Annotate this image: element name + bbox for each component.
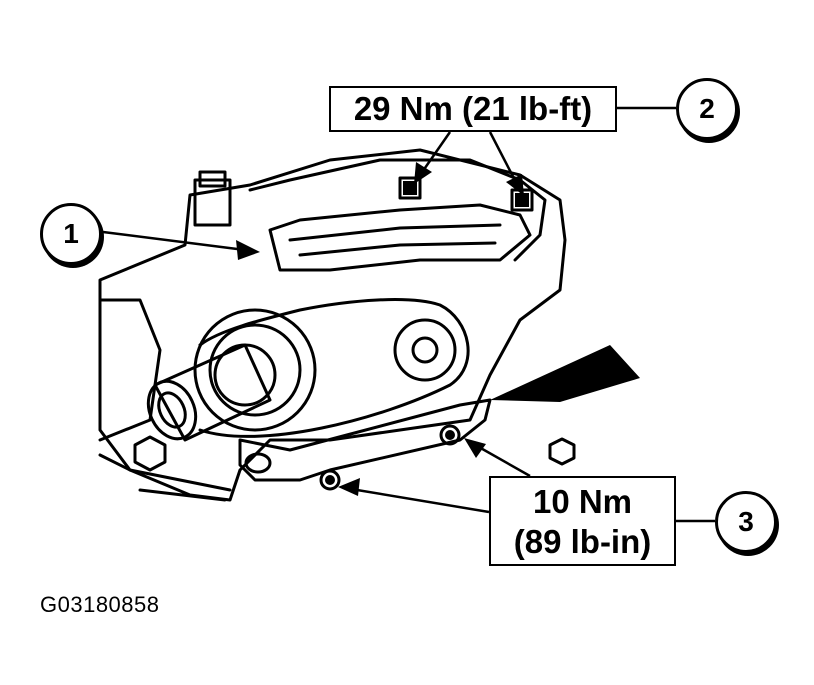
torque-spec-upper-text: 29 Nm (21 lb-ft)	[353, 90, 593, 127]
cam-sensor-cap	[198, 170, 227, 188]
front-cover-top	[248, 158, 547, 262]
crankshaft-snout	[153, 343, 272, 442]
arrowhead-bottom-b	[464, 438, 486, 458]
arrowhead-top-a	[414, 162, 432, 184]
torque-spec-lower: 10 Nm (89 lb-in)	[489, 476, 676, 566]
torque-spec-lower-metric: 10 Nm	[532, 483, 633, 520]
timing-chain-guide-rib	[268, 203, 532, 272]
chain-tensioner-bar	[238, 398, 492, 482]
callout-number-2: 2	[676, 78, 738, 140]
idler-sprocket-outer	[393, 318, 457, 382]
timing-chain	[198, 298, 470, 438]
lower-bolt-b-shade	[445, 430, 455, 440]
idler-sprocket-hub	[411, 336, 439, 364]
callout-number-1: 1	[40, 203, 102, 265]
pointer-arrow-right-large	[490, 345, 640, 402]
lower-bolt-a-shade	[325, 475, 335, 485]
hex-nut-left	[133, 435, 167, 472]
torque-spec-lower-imperial: (89 lb-in)	[513, 523, 652, 560]
cam-sensor	[193, 178, 232, 227]
lower-frame-line	[98, 453, 232, 492]
crankshaft-sprocket-inner	[208, 323, 302, 417]
upper-bolt-a	[398, 176, 422, 200]
upper-bolt-b-shade	[515, 193, 529, 207]
arrowhead-bottom-a	[338, 478, 360, 496]
leader-bottom-to-bolt-a	[344, 486, 490, 514]
leader-1	[102, 230, 246, 252]
callout-number-3: 3	[715, 491, 777, 553]
crankshaft-sprocket-outer	[193, 308, 317, 432]
crankshaft-snout-end	[146, 379, 198, 441]
figure-identifier: G03180858	[40, 592, 160, 617]
front-cover-rib-inner	[288, 223, 502, 242]
lower-bolt-a	[319, 469, 341, 491]
torque-spec-upper: 29 Nm (21 lb-ft)	[329, 86, 617, 132]
lower-bolt-b	[439, 424, 461, 446]
arrowhead-1	[236, 240, 260, 260]
left-background-casting	[98, 298, 162, 442]
crankshaft-snout-bore	[157, 391, 187, 429]
front-cover-rib-inner-2	[298, 241, 497, 257]
engine-block-outline	[98, 148, 567, 502]
hex-nut-right	[548, 437, 576, 466]
tensioner-eyelet	[244, 452, 272, 474]
lower-frame-line-2	[138, 488, 227, 502]
upper-bolt-a-shade	[403, 181, 417, 195]
arrowhead-top-b	[506, 174, 524, 196]
